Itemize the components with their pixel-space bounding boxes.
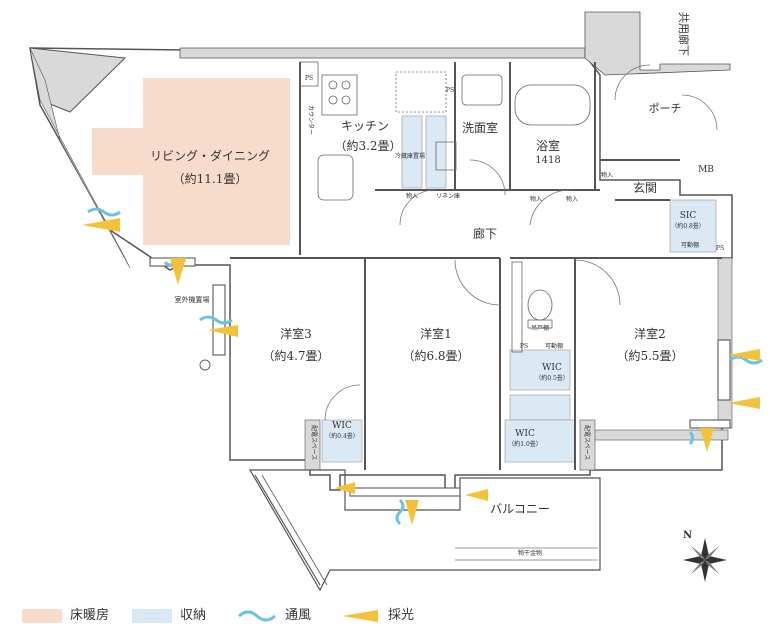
wic-b-area: （約1.0畳） bbox=[508, 440, 542, 448]
floor-heating-swatch bbox=[22, 608, 62, 623]
corridor-label: 共用廊下 bbox=[677, 12, 691, 56]
wic-c-name: WIC bbox=[332, 421, 352, 431]
outdoor-unit-drain bbox=[199, 359, 211, 371]
porch-name: ポーチ bbox=[649, 102, 682, 115]
bed3-name: 洋室3 bbox=[280, 326, 312, 341]
wiring-space-left: 配電スペース bbox=[310, 425, 317, 460]
doors bbox=[324, 64, 718, 421]
movable-shelf-sic: 可動棚 bbox=[681, 241, 699, 249]
bed1-name: 洋室1 bbox=[420, 326, 452, 341]
legend-floor-heating: 床暖房 bbox=[22, 608, 109, 624]
ps-label-entry: PS bbox=[716, 245, 724, 252]
kitchen-fixtures bbox=[299, 61, 591, 201]
legend-light: 採光 bbox=[340, 608, 414, 624]
movable-shelf-bed: 可動棚 bbox=[545, 342, 563, 350]
fixture-labels: PS PS PS PS カウンター 物入 リネン庫 物入 物入 物入 可動棚 可… bbox=[305, 75, 724, 557]
linen-label: リネン庫 bbox=[436, 192, 460, 200]
legend-storage: 収納 bbox=[132, 608, 206, 624]
living-name: リビング・ダイニング bbox=[150, 148, 270, 163]
legend-storage-label: 収納 bbox=[180, 608, 207, 623]
entrance-name: 玄関 bbox=[633, 180, 657, 195]
bath-name: 浴室 bbox=[536, 138, 560, 153]
bed3-area: （約4.7畳） bbox=[262, 348, 329, 363]
bed2-area: （約5.5畳） bbox=[616, 348, 683, 363]
ps-label-kitchen: PS bbox=[305, 75, 313, 82]
outdoor-unit-label: 室外機置場 bbox=[175, 295, 210, 304]
wic-b-name: WIC bbox=[515, 429, 535, 439]
fridge-label: 冷蔵庫置場 bbox=[395, 152, 425, 160]
room-labels: リビング・ダイニング （約11.1畳） キッチン （約3.2畳） 洗面室 浴室 … bbox=[150, 102, 714, 516]
balcony-name: バルコニー bbox=[490, 502, 550, 516]
ventilation-icon bbox=[238, 610, 276, 621]
toilet-shelf-label: 吊戸棚 bbox=[531, 324, 549, 332]
hall-name: 廊下 bbox=[473, 226, 497, 241]
laundry-hardware-label: 物干金物 bbox=[518, 549, 542, 557]
storage-label-hall-2: 物入 bbox=[566, 195, 578, 203]
bath-size: 1418 bbox=[535, 155, 560, 166]
legend-ventilation-label: 通風 bbox=[285, 608, 312, 623]
legend-floor-heating-label: 床暖房 bbox=[70, 608, 110, 623]
kitchen-area: （約3.2畳） bbox=[334, 138, 401, 153]
mb-label: MB bbox=[698, 165, 714, 175]
wiring-space-right: 配電スペース bbox=[583, 425, 590, 460]
bed2-name: 洋室2 bbox=[634, 326, 666, 341]
legend-light-label: 採光 bbox=[388, 608, 415, 623]
storage-swatch bbox=[132, 608, 172, 623]
counter-label: カウンター bbox=[307, 105, 315, 135]
wic-a-area: （約0.5畳） bbox=[535, 374, 569, 382]
storage-label-entry: 物入 bbox=[601, 171, 613, 179]
kitchen-name: キッチン bbox=[341, 119, 389, 133]
wic-c-area: （約0.4畳） bbox=[325, 432, 359, 440]
living-area: （約11.1畳） bbox=[173, 171, 248, 186]
bed1-area: （約6.8畳） bbox=[402, 348, 469, 363]
storage-areas bbox=[321, 115, 717, 463]
light-icon bbox=[342, 609, 378, 622]
toilet bbox=[511, 261, 553, 353]
compass-north: N bbox=[683, 530, 692, 541]
sic-area: （約0.8畳） bbox=[671, 222, 705, 230]
compass-icon: N bbox=[683, 530, 727, 582]
sic-name: SIC bbox=[680, 211, 697, 221]
outer-walls bbox=[29, 11, 733, 491]
wic-a-name: WIC bbox=[542, 363, 562, 373]
floor-heating-area bbox=[92, 78, 290, 245]
ps-label-bed: PS bbox=[520, 343, 528, 350]
storage-label-hall-1: 物入 bbox=[530, 195, 542, 203]
interior-walls bbox=[230, 62, 722, 470]
legend: 床暖房 収納 通風 採光 bbox=[22, 600, 762, 630]
legend-ventilation: 通風 bbox=[237, 608, 311, 624]
light-arrows bbox=[82, 218, 760, 525]
storage-label-kitchen: 物入 bbox=[406, 192, 418, 200]
ps-label-wash: PS bbox=[446, 87, 454, 94]
washroom-name: 洗面室 bbox=[462, 120, 498, 135]
